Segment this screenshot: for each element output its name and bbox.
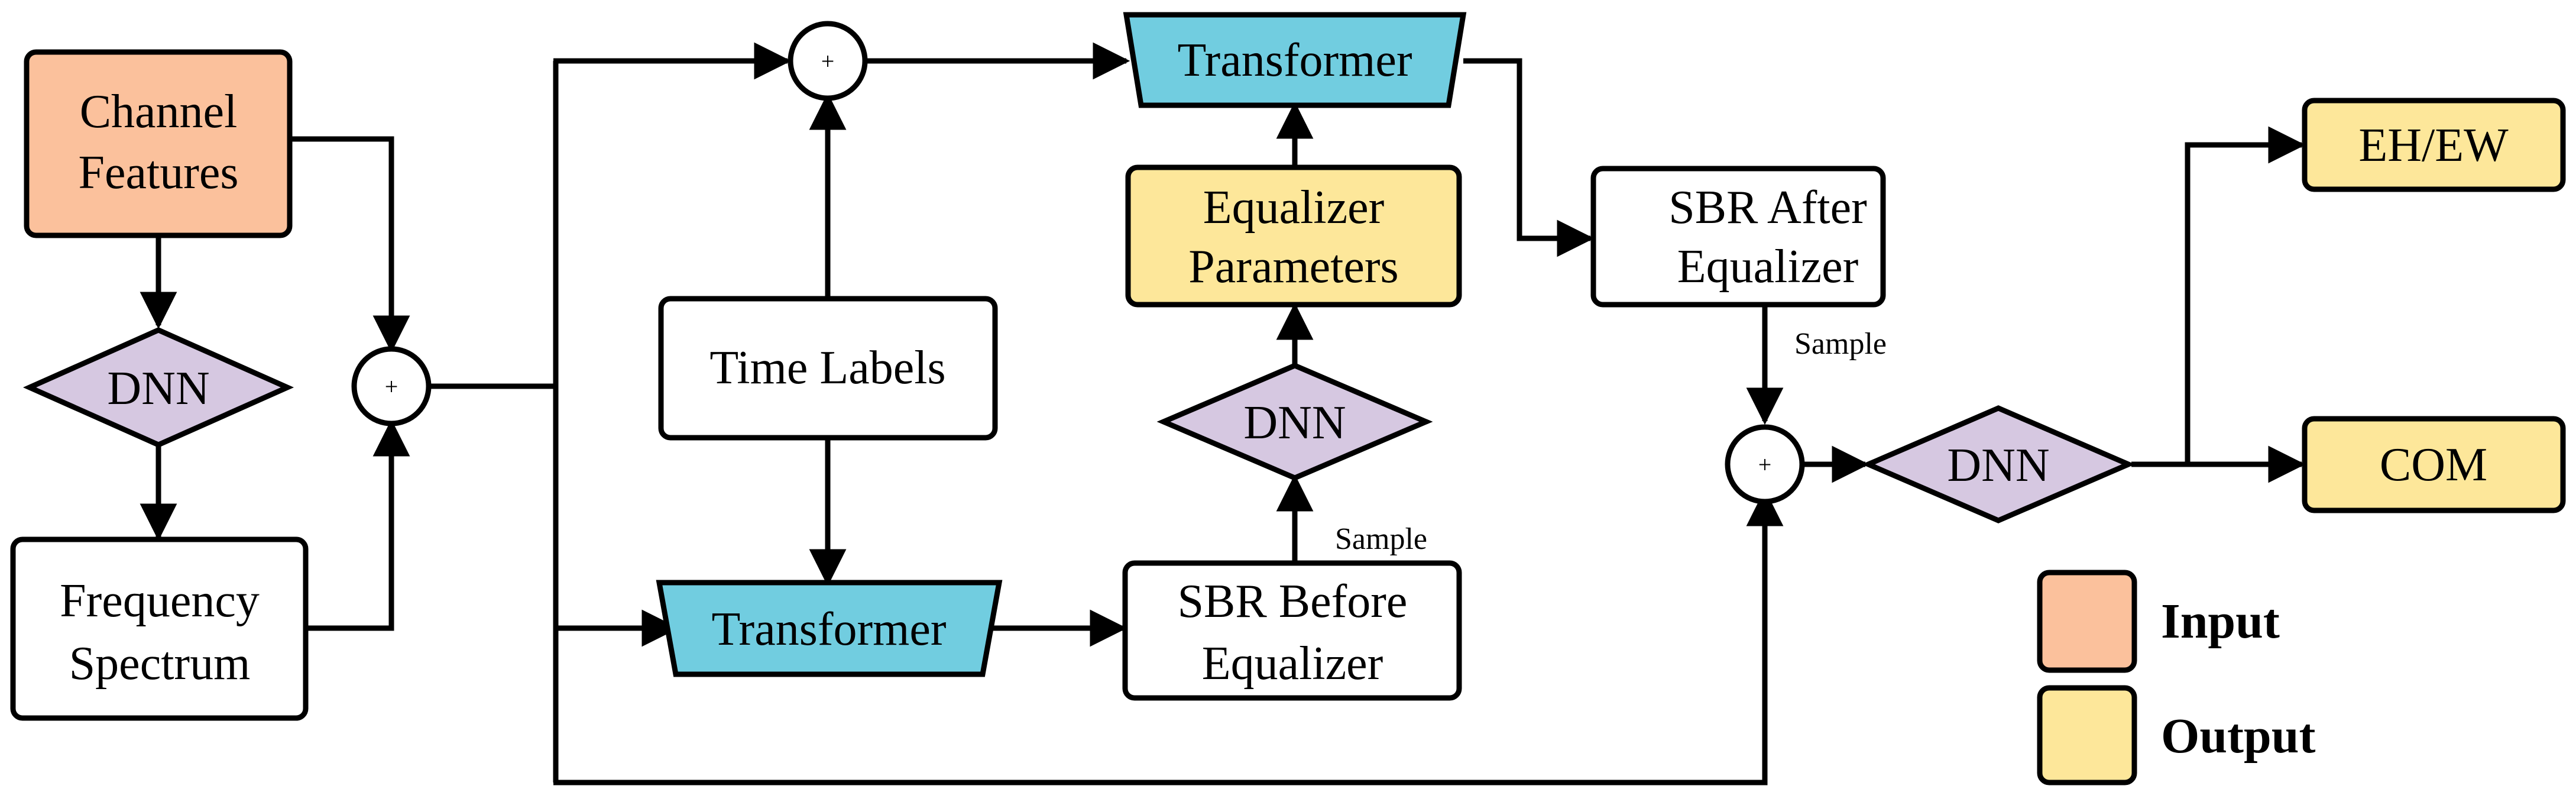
connectors [140,42,2306,785]
arrow-dnn-to-ehew [2185,126,2306,464]
com-label: COM [2380,439,2487,491]
arrow-channel-to-plus [290,136,410,353]
arrow-transformer-to-sbr-after [1463,58,1595,257]
sum-node-left-symbol: + [385,373,398,400]
time-labels-label: Time Labels [709,342,945,394]
legend-input-swatch [2037,570,2137,673]
dnn-right-node: DNN [1861,405,2136,523]
com-box: COM [2302,416,2566,513]
transformer-bottom-node: Transformer [656,580,1003,677]
eh-ew-box: EH/EW [2302,98,2566,192]
sbr-after-rect [1590,166,1886,308]
dnn-right-label: DNN [1947,439,2049,492]
channel-features-line2: Features [78,147,238,199]
sum-node-right-symbol: + [1758,451,1772,478]
channel-features-line1: Channel [80,86,238,138]
equalizer-parameters-line1: Equalizer [1203,182,1384,234]
dnn-left-label: DNN [107,363,209,415]
dnn-right-diamond [1861,405,2136,523]
transformer-top-shape [1123,12,1467,108]
legend-input-label: Input [2161,594,2280,649]
com-rect [2302,416,2566,513]
eh-ew-rect [2302,98,2566,192]
sbr-after-line1: SBR After [1668,182,1867,234]
equalizer-parameters-line2: Parameters [1188,241,1398,293]
sum-node-top: + [788,21,868,101]
frequency-spectrum-rect [10,536,309,721]
sample-label-right: Sample [1794,327,1887,361]
channel-features-box: Channel Features [24,49,293,238]
frequency-spectrum-box: Frequency Spectrum [10,536,309,721]
sum-node-right-circle [1725,424,1805,505]
sbr-after-box: SBR After Equalizer [1590,166,1886,308]
arrow-bus-to-right-plus [553,489,1784,785]
channel-features-rect [24,49,293,238]
eh-ew-label: EH/EW [2358,119,2509,172]
sum-node-left: + [351,346,432,426]
transformer-bottom-shape [656,580,1003,677]
frequency-spectrum-line2: Spectrum [69,638,251,690]
sbr-before-box: SBR Before Equalizer [1122,560,1462,701]
transformer-top-label: Transformer [1178,34,1412,86]
time-labels-rect [658,296,998,441]
frequency-spectrum-line1: Frequency [60,575,260,627]
dnn-middle-diamond [1156,363,1433,481]
time-labels-box: Time Labels [658,296,998,441]
legend-output-swatch [2037,685,2137,785]
transformer-bottom-label: Transformer [712,603,947,655]
sbr-before-line1: SBR Before [1178,576,1408,628]
legend-output-label: Output [2161,709,2315,764]
dnn-middle-node: DNN [1156,363,1433,481]
sum-node-top-symbol: + [821,48,835,75]
legend: Input Output [2037,570,2315,785]
sbr-after-line2: Equalizer [1677,241,1858,293]
sum-node-right: + [1725,424,1805,505]
sbr-before-line2: Equalizer [1202,638,1383,690]
sbr-before-rect [1122,560,1462,701]
dnn-middle-label: DNN [1243,397,1346,449]
sample-label-middle: Sample [1335,522,1427,556]
equalizer-parameters-rect [1125,164,1462,308]
equalizer-parameters-box: Equalizer Parameters [1125,164,1462,308]
dnn-left-diamond [22,327,294,448]
transformer-top-node: Transformer [1123,12,1467,108]
dnn-left-node: DNN [22,327,294,448]
sum-node-left-circle [351,346,432,426]
sum-node-top-circle [788,21,868,101]
arrow-spectrum-to-plus [307,419,410,631]
